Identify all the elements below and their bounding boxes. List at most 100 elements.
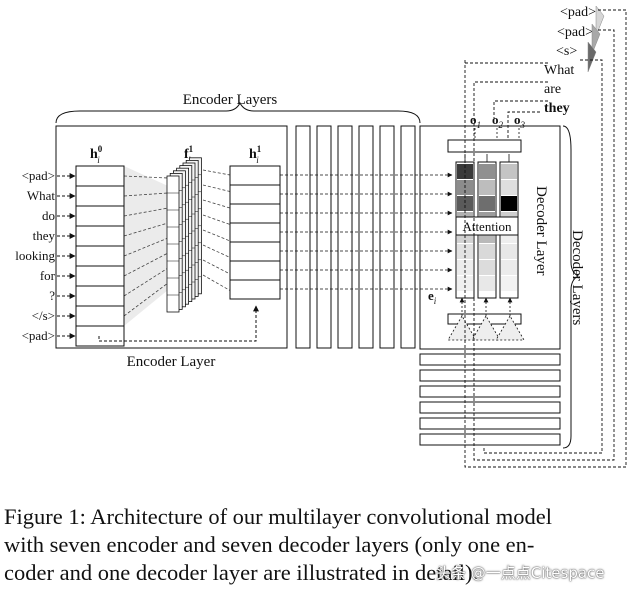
feedback-wire bbox=[473, 29, 615, 461]
h1-cell bbox=[229, 203, 281, 224]
conv-line bbox=[123, 192, 169, 197]
input-cell bbox=[75, 265, 125, 287]
shift-arrow bbox=[587, 41, 597, 73]
encoder-layer-bar bbox=[295, 125, 311, 349]
attention-weight-cell bbox=[479, 196, 495, 211]
feedback-connections bbox=[464, 9, 627, 468]
feedback-wire bbox=[464, 9, 627, 468]
encoder-output-column bbox=[229, 165, 281, 300]
conv-line bbox=[123, 252, 169, 277]
attention-weight-cell bbox=[457, 196, 473, 211]
input-token: <pad> bbox=[22, 168, 55, 183]
gate-line bbox=[202, 244, 231, 258]
decoder-token: they bbox=[544, 101, 570, 116]
input-token: </s> bbox=[32, 308, 55, 323]
conv-line bbox=[123, 175, 169, 179]
encoder-layer-bar bbox=[358, 125, 374, 349]
shift-arrow bbox=[595, 5, 605, 37]
encoder-layers-brace bbox=[55, 101, 421, 124]
attention-weight-cell bbox=[501, 244, 517, 259]
decoder-layer-bar bbox=[419, 401, 561, 414]
attention-weight-cell bbox=[501, 276, 517, 291]
encoder-to-attention-lines bbox=[280, 172, 453, 292]
caption-line-3: coder and one decoder layer are illustra… bbox=[4, 560, 479, 585]
input-cell bbox=[75, 325, 125, 347]
encoder-layer-bar bbox=[379, 125, 395, 349]
encoder-layer-bar bbox=[337, 125, 353, 349]
attention-weight-cell bbox=[479, 260, 495, 275]
decoder-token: <pad> bbox=[560, 5, 596, 20]
attention-weight-cell bbox=[479, 276, 495, 291]
caption-line-2: with seven encoder and seven decoder lay… bbox=[4, 532, 535, 557]
input-embedding-column bbox=[75, 165, 125, 347]
gate-line bbox=[202, 229, 231, 242]
conv-line bbox=[123, 282, 169, 317]
conv-line bbox=[123, 237, 169, 257]
gate-line bbox=[202, 214, 231, 225]
decoder-layer-bar bbox=[419, 353, 561, 366]
attention-label-bg bbox=[455, 216, 519, 236]
output-label: o2 bbox=[492, 112, 504, 130]
gate-line bbox=[202, 259, 231, 275]
gate-line bbox=[202, 169, 231, 176]
conv-line bbox=[123, 222, 169, 237]
input-token: What bbox=[27, 188, 56, 203]
conv-filter-stack bbox=[166, 157, 202, 313]
decoder-token: <pad> bbox=[557, 25, 593, 40]
decoder-conv-triangle bbox=[471, 315, 501, 341]
decoder-layer-label: Decoder Layer bbox=[533, 186, 549, 276]
decoder-layer-bar bbox=[419, 369, 561, 382]
figure-caption: Figure 1: Architecture of our multilayer… bbox=[4, 503, 636, 587]
attention-weight-cell bbox=[501, 260, 517, 275]
decoder-output-bar bbox=[447, 139, 522, 153]
conv-line bbox=[123, 207, 169, 217]
h1-cell bbox=[229, 279, 281, 300]
input-cell bbox=[75, 245, 125, 267]
input-cell bbox=[75, 185, 125, 207]
decoder-layer-bar bbox=[419, 385, 561, 398]
gate-line bbox=[202, 274, 231, 291]
input-token: <pad> bbox=[22, 328, 55, 343]
attention-weight-cell bbox=[457, 276, 473, 291]
attention-weight-cell bbox=[501, 180, 517, 195]
decoder-conv-triangle bbox=[495, 315, 525, 341]
h1-cell bbox=[229, 241, 281, 262]
convolution-lines bbox=[123, 169, 231, 317]
output-label: o1 bbox=[470, 112, 481, 130]
attention-weight-cell bbox=[479, 244, 495, 259]
decoder-token: What bbox=[544, 63, 574, 78]
input-cell bbox=[75, 165, 125, 187]
input-cell bbox=[75, 205, 125, 227]
encoder-layer-bar bbox=[316, 125, 332, 349]
encoder-layers-label: Encoder Layers bbox=[183, 92, 278, 108]
e-label: ei bbox=[428, 288, 437, 306]
decoder-layer-box bbox=[419, 125, 561, 350]
input-token: for bbox=[40, 268, 56, 283]
attention-weight-cell bbox=[501, 164, 517, 179]
caption-line-1: Figure 1: Architecture of our multilayer… bbox=[4, 504, 552, 529]
feedback-wire bbox=[493, 100, 548, 118]
attention-weight-cell bbox=[479, 180, 495, 195]
encoder-layer-bar bbox=[400, 125, 416, 349]
decoder-layers-brace bbox=[562, 125, 580, 449]
gate-line bbox=[202, 184, 231, 192]
feedback-wire bbox=[507, 111, 542, 138]
input-cell bbox=[75, 305, 125, 327]
h1-cell bbox=[229, 165, 281, 186]
shift-arrow bbox=[591, 23, 601, 55]
stacked-encoder-layers bbox=[295, 125, 416, 349]
h1-cell bbox=[229, 260, 281, 281]
decoder-layer-bar bbox=[419, 433, 561, 446]
decoder-layer-bar bbox=[419, 417, 561, 430]
h1-cell bbox=[229, 222, 281, 243]
input-cell bbox=[75, 285, 125, 307]
input-token: ? bbox=[49, 288, 55, 303]
input-token: do bbox=[42, 208, 55, 223]
gate-line bbox=[202, 199, 231, 209]
encoder-layer-label: Encoder Layer bbox=[127, 354, 216, 370]
feedback-wire bbox=[483, 59, 603, 454]
